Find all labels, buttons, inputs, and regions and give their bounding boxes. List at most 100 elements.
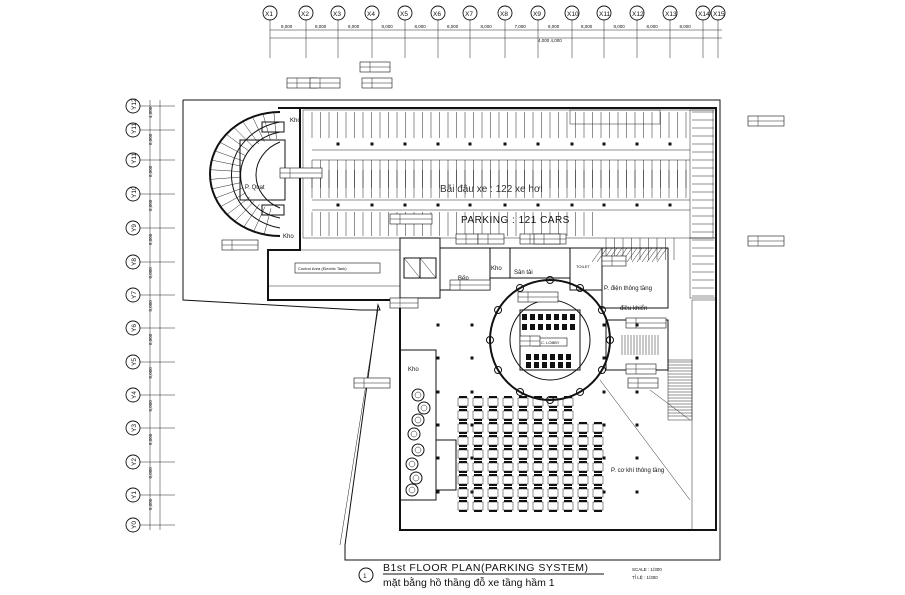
- chair: [579, 500, 587, 502]
- chair: [459, 474, 467, 476]
- dining-table: [547, 462, 559, 472]
- chair: [564, 461, 572, 463]
- grid-label-top: X5: [400, 11, 408, 18]
- hatch-line: [591, 247, 603, 263]
- chair: [549, 396, 557, 398]
- dining-table: [547, 475, 559, 485]
- chair: [489, 419, 497, 421]
- chair: [489, 497, 497, 499]
- dim-label-left: 8,000: [148, 267, 153, 279]
- mechanical-room-label: P. cơ khí thông tầng: [611, 468, 664, 474]
- chair: [504, 474, 512, 476]
- dining-table: [517, 449, 529, 459]
- chair: [564, 406, 572, 408]
- grid-label-top: X11: [599, 11, 610, 18]
- grid-bubble-left: [125, 387, 141, 403]
- chair: [459, 510, 467, 512]
- column: [470, 356, 474, 360]
- column: [668, 203, 672, 207]
- seat: [570, 314, 575, 320]
- column: [635, 456, 639, 460]
- chair: [564, 471, 572, 473]
- grid-bubble-left: [125, 517, 141, 533]
- grid-bubble-left: [125, 152, 141, 168]
- ramp-tick: [211, 159, 242, 167]
- chair: [549, 445, 557, 447]
- dining-table: [502, 436, 514, 446]
- column: [436, 423, 440, 427]
- dining-table: [562, 449, 574, 459]
- column: [503, 203, 507, 207]
- column: [635, 356, 639, 360]
- planter-inner: [408, 460, 416, 468]
- grid-bubble-left: [125, 420, 141, 436]
- column: [370, 142, 374, 146]
- dining-table: [577, 475, 589, 485]
- dim-label-left: 8,000: [148, 133, 153, 145]
- dining-table: [472, 423, 484, 433]
- planter-circle: [409, 471, 423, 485]
- chair: [519, 461, 527, 463]
- dim-split: 4,000 4,000: [538, 38, 562, 43]
- chair: [459, 409, 467, 411]
- chair: [489, 409, 497, 411]
- grid-bubble-top: [397, 5, 413, 21]
- column: [503, 142, 507, 146]
- grid-bubble-left: [125, 186, 141, 202]
- chair: [579, 432, 587, 434]
- scale-en: SCALE : 1/300: [632, 567, 662, 572]
- parking-title-vn: Bãi đậu xe : 122 xe hơi: [440, 184, 543, 195]
- column: [436, 490, 440, 494]
- storage-label-1: Kho: [290, 118, 301, 124]
- dining-table: [502, 462, 514, 472]
- dim-label-top: 8,000: [415, 24, 427, 29]
- column: [635, 423, 639, 427]
- dining-table: [487, 423, 499, 433]
- ramp-tick: [234, 200, 255, 222]
- grid-bubble-top: [298, 5, 314, 21]
- dining-table: [457, 501, 469, 511]
- grid-bubble-top: [662, 5, 678, 21]
- chair: [489, 435, 497, 437]
- dining-table: [472, 410, 484, 420]
- chair: [594, 474, 602, 476]
- ramp-tick: [210, 169, 241, 172]
- chair: [549, 471, 557, 473]
- dining-table: [502, 410, 514, 420]
- dining-table: [577, 501, 589, 511]
- drawing-number: 1: [363, 573, 367, 580]
- dining-table: [562, 488, 574, 498]
- control-area-label: Control Area (Electric Tank): [298, 266, 347, 271]
- seat: [538, 324, 543, 330]
- seat: [534, 354, 539, 360]
- dim-label-top: 8,000: [548, 24, 560, 29]
- chair: [474, 419, 482, 421]
- grid-bubble-left: [125, 220, 141, 236]
- chair: [519, 474, 527, 476]
- dining-table: [502, 475, 514, 485]
- dining-table: [517, 436, 529, 446]
- grid-label-top: X9: [533, 11, 541, 18]
- planter-inner: [414, 446, 422, 454]
- planter-inner: [420, 404, 428, 412]
- dining-table: [472, 475, 484, 485]
- dining-table: [532, 501, 544, 511]
- chair: [579, 458, 587, 460]
- planter-circle: [411, 413, 425, 427]
- chair: [534, 419, 542, 421]
- dim-label-left: 8,000: [148, 400, 153, 412]
- dining-table: [592, 423, 604, 433]
- planter-circle: [411, 443, 425, 457]
- planter-circle: [417, 401, 431, 415]
- chair: [579, 445, 587, 447]
- chair: [459, 406, 467, 408]
- chair: [519, 484, 527, 486]
- chair: [534, 484, 542, 486]
- kitchen-label-vn: Bếp: [458, 276, 469, 282]
- dim-label-top: 7,000: [515, 24, 527, 29]
- chair: [564, 396, 572, 398]
- dining-table: [502, 501, 514, 511]
- chair: [459, 422, 467, 424]
- chair: [489, 458, 497, 460]
